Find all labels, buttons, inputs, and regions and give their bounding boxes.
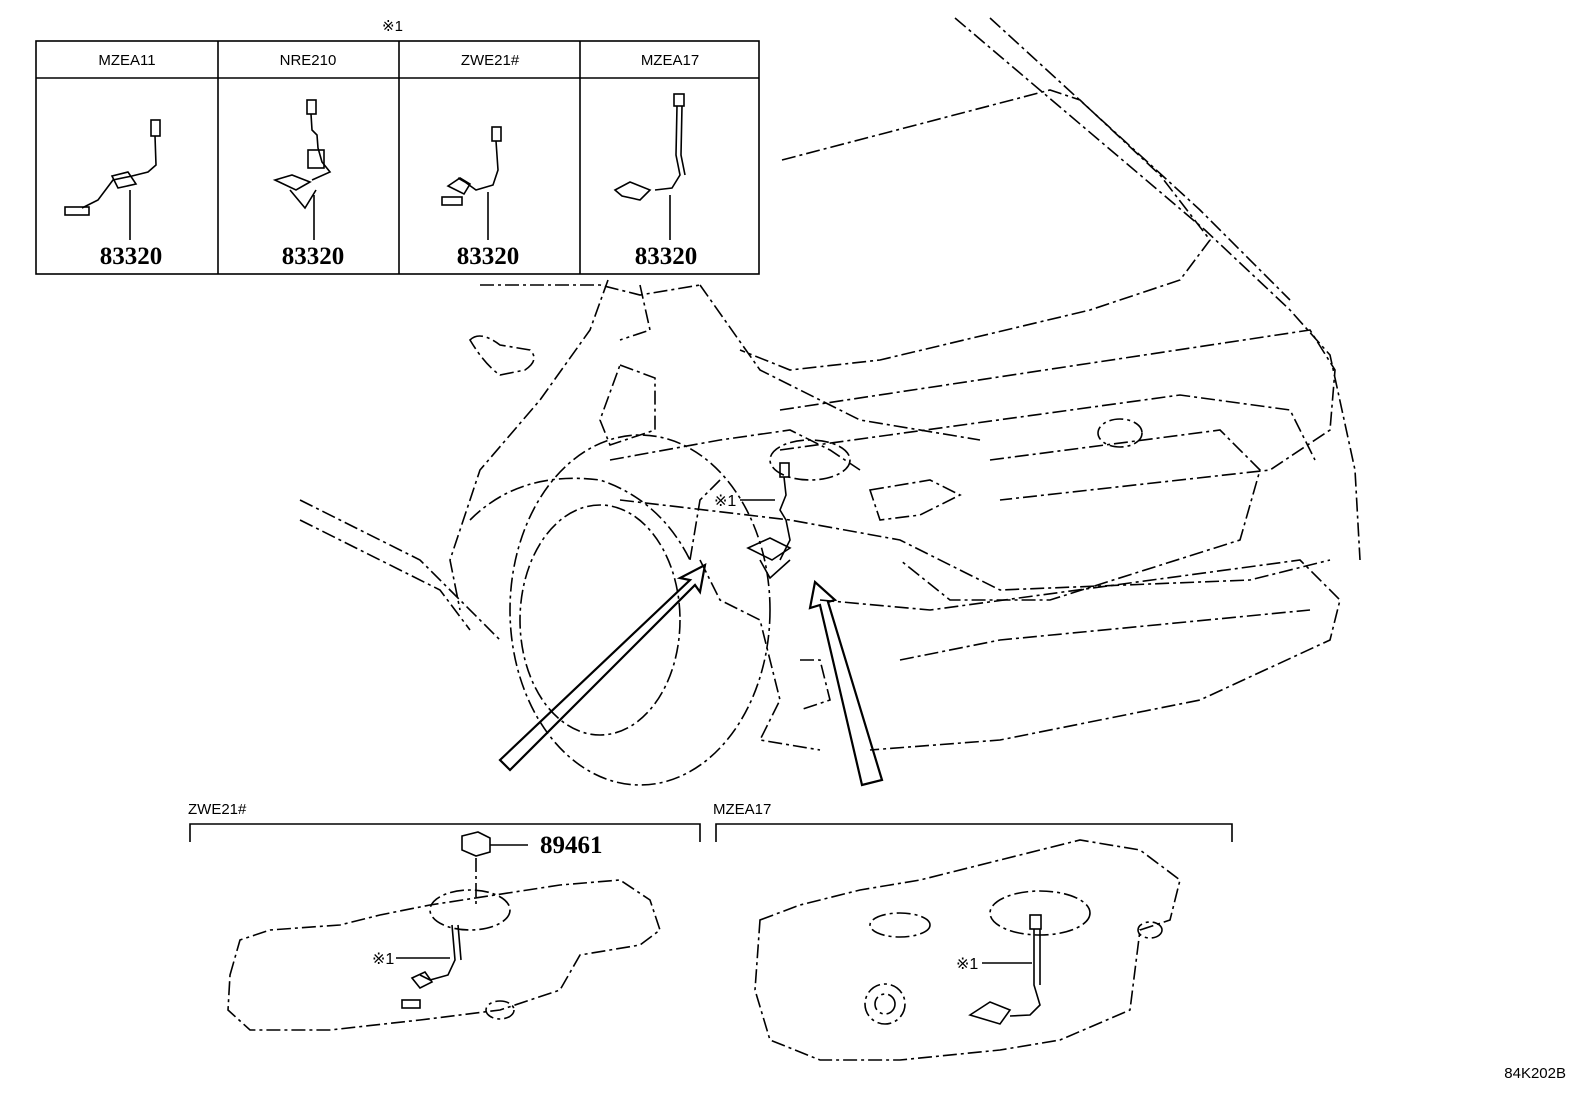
tank-section-left: ZWE21# 89461 <box>188 801 701 1031</box>
column-model-3: ZWE21# <box>461 52 520 69</box>
arrow-left <box>498 562 707 772</box>
tank-section-right: MZEA17 <box>713 801 1233 1061</box>
column-model-2: NRE210 <box>280 52 337 69</box>
column-model-1: MZEA11 <box>98 52 155 69</box>
table-note-marker: ※1 <box>382 18 403 35</box>
part-number-83320-4: 83320 <box>635 243 698 270</box>
part-number-83320-1: 83320 <box>100 243 163 270</box>
tank-left-callout-marker: ※1 <box>372 951 394 968</box>
column-model-4: MZEA17 <box>641 52 699 69</box>
tank-right-model: MZEA17 <box>713 801 771 818</box>
vehicle-rear-outline <box>299 17 1361 786</box>
vehicle-callout-marker: ※1 <box>714 493 736 510</box>
diagram-code: 84K202B <box>1504 1065 1566 1082</box>
part-number-89461: 89461 <box>540 832 603 859</box>
sender-gauge-illustration-2 <box>272 99 332 240</box>
tank-left-model: ZWE21# <box>188 801 247 818</box>
sender-gauge-illustration-1 <box>64 119 161 240</box>
sender-gauge-illustration-4 <box>613 93 686 240</box>
part-number-83320-3: 83320 <box>457 243 520 270</box>
sender-gauge-illustration-3 <box>441 126 502 240</box>
sender-gauge-on-vehicle <box>740 462 792 580</box>
variant-table: ※1 MZEA11 NRE210 ZWE21# MZEA17 83320 833… <box>35 18 760 275</box>
vent-valve <box>461 831 528 857</box>
part-number-83320-2: 83320 <box>282 243 345 270</box>
tank-right-callout-marker: ※1 <box>956 956 978 973</box>
arrow-right <box>808 579 884 787</box>
